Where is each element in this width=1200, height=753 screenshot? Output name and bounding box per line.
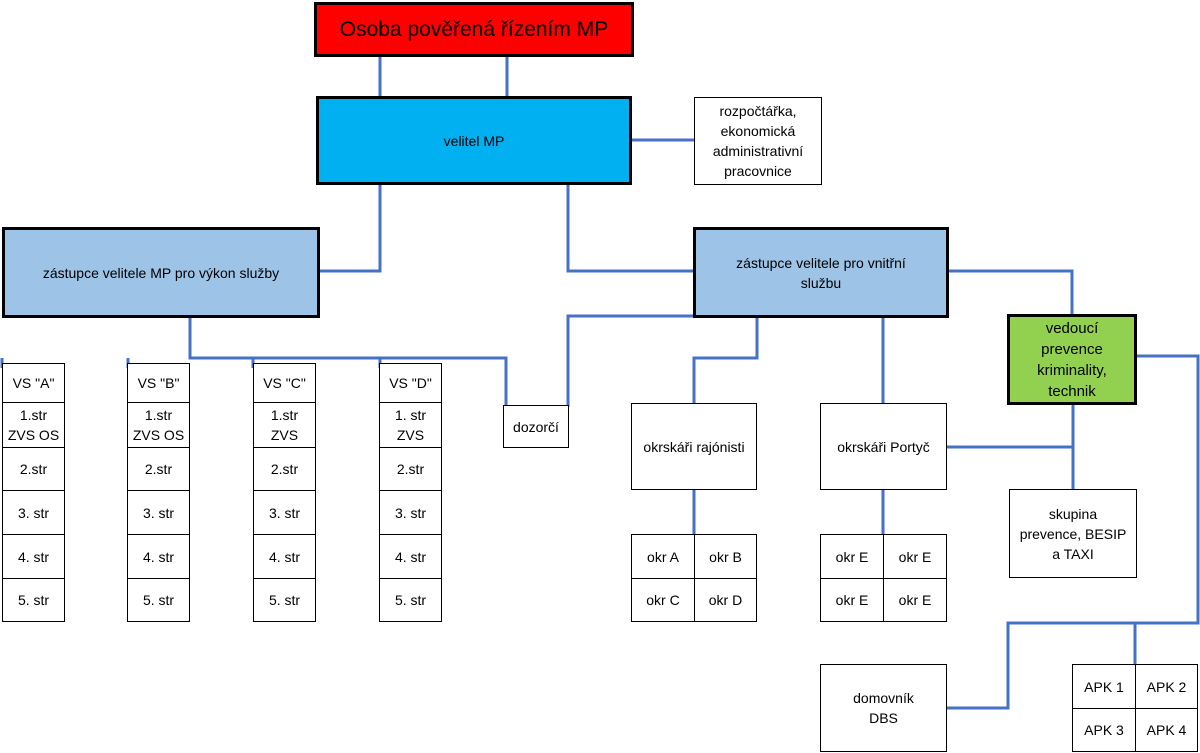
shift-c-row-4: 4. str	[253, 534, 316, 579]
apk-cell-2: APK 2	[1135, 664, 1198, 709]
district-cell-c: okr C	[631, 578, 695, 622]
deputy-internal-box: zástupce velitele pro vnitřní službu	[693, 227, 949, 318]
connector-internal-supervisor	[566, 314, 695, 407]
prevention-head-box: vedoucí prevence kriminality, technik	[1007, 314, 1137, 405]
district-cell-b: okr B	[694, 534, 757, 579]
shift-c-row-5: 5. str	[253, 578, 316, 622]
admin-staff-box: rozpočtářka, ekonomická administrativní …	[694, 97, 822, 185]
connector-deputy-service-bus	[188, 316, 508, 407]
shift-d-row-3: 3. str	[379, 490, 442, 535]
shift-d-row-2: 2.str	[379, 447, 442, 491]
shift-d-row-5: 5. str	[379, 578, 442, 622]
shift-a-row-2: 2.str	[2, 447, 65, 491]
portyc-officers-box: okrskáři Portyč	[820, 403, 947, 490]
shift-b-row-2: 2.str	[127, 447, 190, 491]
portyc-cell-3: okr E	[820, 578, 884, 622]
portyc-cell-1: okr E	[820, 534, 884, 579]
caretaker-box: domovník DBS	[820, 664, 947, 752]
commander-box: velitel MP	[316, 96, 632, 185]
portyc-cell-2: okr E	[883, 534, 947, 579]
shift-b-row-4: 4. str	[127, 534, 190, 579]
shift-d-row-1: 1. str ZVS	[379, 402, 442, 448]
shift-b-row-3: 3. str	[127, 490, 190, 535]
shift-a-row-4: 4. str	[2, 534, 65, 579]
connector-commander-deputy-internal	[566, 184, 695, 273]
connector-commander-deputy-service	[318, 184, 382, 273]
shift-a-row-1: 1.str ZVS OS	[2, 402, 65, 448]
portyc-cell-4: okr E	[883, 578, 947, 622]
shift-c-row-1: 1.str ZVS	[253, 402, 316, 448]
prevention-group-box: skupina prevence, BESIP a TAXI	[1009, 489, 1137, 578]
shift-b-row-1: 1.str ZVS OS	[127, 402, 190, 448]
shift-a-header: VS "A"	[2, 363, 65, 403]
shift-c-row-2: 2.str	[253, 447, 316, 491]
district-cell-a: okr A	[631, 534, 695, 579]
shift-a-row-5: 5. str	[2, 578, 65, 622]
district-cell-d: okr D	[694, 578, 757, 622]
shift-c-header: VS "C"	[253, 363, 316, 403]
deputy-service-box: zástupce velitele MP pro výkon služby	[2, 227, 320, 318]
apk-cell-4: APK 4	[1135, 708, 1198, 752]
apk-cell-3: APK 3	[1072, 708, 1136, 752]
shift-b-row-5: 5. str	[127, 578, 190, 622]
connector-prevention-right	[946, 354, 1200, 710]
shift-d-row-4: 4. str	[379, 534, 442, 579]
supervisor-box: dozorčí	[503, 405, 569, 448]
shift-a-row-3: 3. str	[2, 490, 65, 535]
top-manager-box: Osoba pověřená řízením MP	[314, 2, 634, 57]
district-officers-box: okrskáři rajónisti	[631, 403, 757, 490]
shift-b-header: VS "B"	[127, 363, 190, 403]
shift-c-row-3: 3. str	[253, 490, 316, 535]
shift-d-header: VS "D"	[379, 363, 442, 403]
apk-cell-1: APK 1	[1072, 664, 1136, 709]
connector-internal-districts	[692, 316, 759, 403]
connector-internal-prevention	[947, 269, 1074, 316]
